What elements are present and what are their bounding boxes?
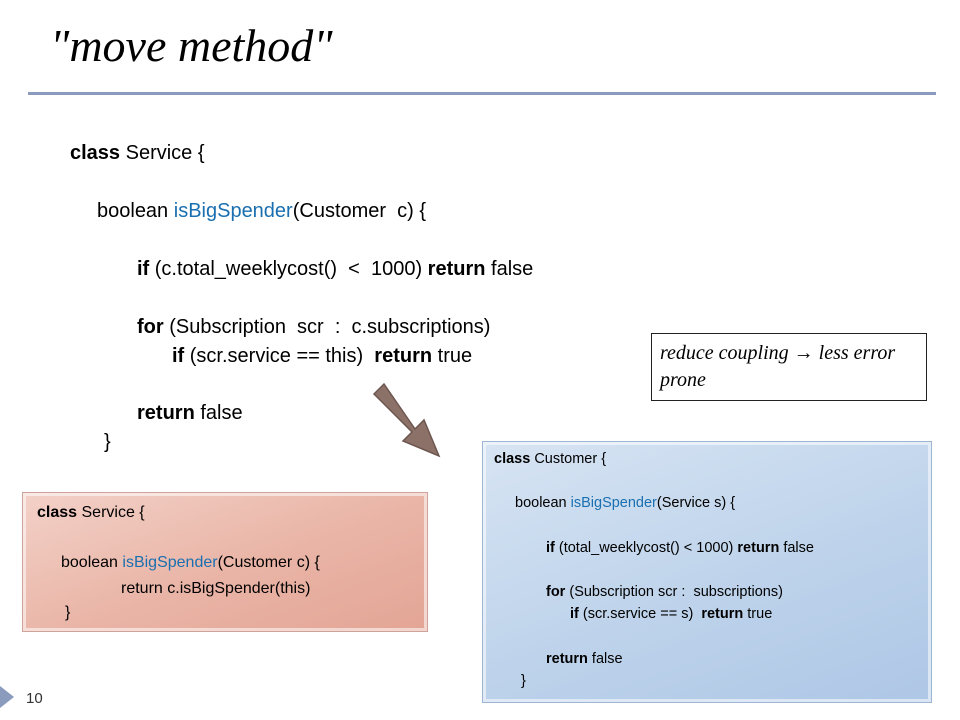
code-text: (c.total_weeklycost() < 1000) [149, 258, 428, 280]
keyword: class [494, 451, 531, 467]
code-text: (Service s) { [656, 495, 736, 511]
code-text: boolean [97, 200, 174, 222]
code-line-close: } [104, 431, 111, 453]
code-line-method: boolean isBigSpender(Customer c) { [61, 553, 320, 573]
code-text: true [743, 606, 773, 622]
code-line-class: class Customer { [494, 450, 606, 468]
code-line-close: } [521, 673, 526, 689]
code-line-return: return c.isBigSpender(this) [121, 580, 311, 597]
code-text: (Customer c) { [217, 554, 320, 571]
service-code-box: class Service { boolean isBigSpender(Cus… [22, 492, 428, 632]
slide-title: "move method" [50, 20, 333, 71]
code-line-class: class Service { [70, 141, 205, 165]
code-text: (scr.service == s) [578, 606, 702, 622]
code-line-return: return false [137, 401, 243, 425]
method-name: isBigSpender [122, 554, 218, 571]
page-number: 10 [26, 690, 43, 707]
keyword: return [374, 345, 433, 367]
code-text: boolean [61, 554, 123, 571]
code-line-close: } [65, 604, 71, 621]
code-line-inner-if: if (scr.service == s) return true [570, 605, 772, 623]
keyword: return [737, 540, 780, 556]
code-text: Service { [77, 504, 145, 521]
code-text: (Subscription scr : c.subscriptions) [163, 316, 491, 338]
customer-code-box: class Customer { boolean isBigSpender(Se… [482, 441, 932, 703]
code-text: false [194, 402, 243, 424]
code-line-return: return false [546, 650, 623, 668]
keyword: return [701, 606, 744, 622]
title-divider [28, 92, 936, 95]
code-line-if: if (total_weeklycost() < 1000) return fa… [546, 539, 814, 557]
code-line-for: for (Subscription scr : subscriptions) [546, 583, 783, 601]
keyword: for [546, 584, 566, 600]
keyword: if [137, 258, 150, 280]
code-text: true [432, 345, 473, 367]
keyword: if [546, 540, 555, 556]
keyword: for [137, 316, 164, 338]
keyword: return [546, 651, 588, 667]
code-line-if: if (c.total_weeklycost() < 1000) return … [137, 257, 533, 281]
note-box: reduce coupling → less error prone [651, 333, 927, 401]
code-line-inner-if: if (scr.service == this) return true [172, 344, 472, 368]
code-text: false [587, 651, 623, 667]
code-text: false [485, 258, 534, 280]
code-text: (scr.service == this) [184, 345, 375, 367]
code-line-method: boolean isBigSpender(Service s) { [515, 494, 735, 512]
code-line-method: boolean isBigSpender(Customer c) { [97, 199, 426, 223]
code-line-class: class Service { [37, 503, 145, 523]
code-text: boolean [515, 495, 571, 511]
code-text: Service { [120, 142, 205, 164]
keyword: class [37, 504, 78, 521]
code-text: (total_weeklycost() < 1000) [554, 540, 738, 556]
code-text: (Customer c) { [292, 200, 427, 222]
method-name: isBigSpender [173, 200, 293, 222]
code-text: false [779, 540, 814, 556]
keyword: if [570, 606, 579, 622]
down-right-arrow-icon [372, 382, 441, 458]
keyword: return [427, 258, 486, 280]
keyword: class [70, 142, 121, 164]
code-line-for: for (Subscription scr : c.subscriptions) [137, 315, 490, 339]
code-text: (Subscription scr : subscriptions) [565, 584, 783, 600]
code-text: Customer { [530, 451, 607, 467]
keyword: if [172, 345, 185, 367]
slide-marker-icon [0, 686, 14, 708]
method-name: isBigSpender [570, 495, 657, 511]
keyword: return [137, 402, 195, 424]
